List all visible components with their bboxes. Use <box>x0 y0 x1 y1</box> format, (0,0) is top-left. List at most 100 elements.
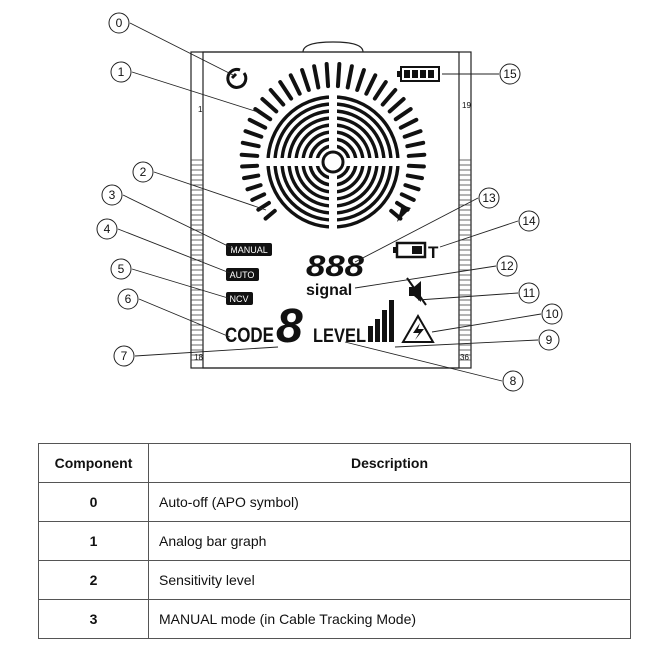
ncv-badge <box>226 292 253 305</box>
bar-graph-segment <box>278 80 294 101</box>
callout-number: 13 <box>482 191 496 205</box>
callout-leader-line <box>129 22 234 76</box>
ncv-label: NCV <box>229 294 248 304</box>
bar-graph-segment <box>253 107 273 122</box>
table-row: 0 Auto-off (APO symbol) <box>38 482 631 522</box>
bar-graph-segment <box>403 183 421 192</box>
bar-graph-arrow-icon <box>397 205 411 222</box>
auto-label: AUTO <box>230 270 255 280</box>
callout-circle <box>502 370 524 392</box>
callout-circle <box>518 210 540 232</box>
callout-number: 11 <box>523 286 536 300</box>
bar-graph-segment <box>380 87 398 107</box>
ruler-label-left-bottom: 18 <box>194 353 203 362</box>
t-label: T <box>428 243 439 262</box>
callout-circle <box>132 161 154 183</box>
bar-graph-segment <box>263 208 277 221</box>
callout-circle <box>541 303 563 325</box>
bar-graph-segment <box>239 152 260 158</box>
code-label: CODE <box>225 324 274 347</box>
callout-leader-line <box>138 298 231 338</box>
component-description: Analog bar graph <box>148 521 631 561</box>
callout-circle <box>496 255 518 277</box>
component-table: Component Description 0 Auto-off (APO sy… <box>38 443 631 639</box>
callout-number: 0 <box>116 16 123 30</box>
ruler-label-left-top: 1 <box>198 105 203 114</box>
transmitter-battery-icon <box>393 241 427 259</box>
callout-circle <box>538 329 560 351</box>
lcd-diagram: 1 19 18 36 MANUAL AUTO NCV 888 signal T … <box>96 12 563 392</box>
callout-number: 3 <box>109 188 116 202</box>
callout-number: 1 <box>118 65 125 79</box>
callout-leader-line <box>153 171 267 211</box>
ruler-label-right-bottom: 36 <box>460 353 469 362</box>
callout-circle <box>518 282 540 304</box>
callout-circle <box>117 288 139 310</box>
component-number: 0 <box>38 482 149 522</box>
level-bar <box>382 310 387 342</box>
signal-label: signal <box>306 282 352 299</box>
component-description: MANUAL mode (in Cable Tracking Mode) <box>148 599 631 639</box>
callout-leader-line <box>431 313 542 333</box>
manual-label: MANUAL <box>230 245 268 255</box>
callout-circle <box>113 345 135 367</box>
component-description: Sensitivity level <box>148 560 631 600</box>
callout-circle <box>110 258 132 280</box>
bar-graph-segment <box>372 80 388 101</box>
callout-circle <box>108 12 130 34</box>
callout-circle <box>101 184 123 206</box>
callout-number: 6 <box>125 292 132 306</box>
callout-circle <box>110 61 132 83</box>
bar-graph-segment <box>240 140 261 149</box>
table-row: 2 Sensitivity level <box>38 560 631 600</box>
component-number: 3 <box>38 599 149 639</box>
component-number: 1 <box>38 521 149 561</box>
ruler-label-right-top: 19 <box>462 101 471 110</box>
callout-circle <box>499 63 521 85</box>
table-row: 1 Analog bar graph <box>38 521 631 561</box>
callout-number: 8 <box>510 374 517 388</box>
callout-number: 14 <box>522 214 536 228</box>
bar-graph-segment <box>243 129 264 139</box>
bar-graph-segment <box>288 73 302 96</box>
callout-leader-line <box>417 292 519 301</box>
mute-speaker-icon <box>406 277 427 306</box>
level-bars <box>368 300 394 342</box>
bar-graph-segment <box>402 129 423 139</box>
callout-circle <box>96 218 118 240</box>
bar-graph-segment <box>399 192 416 202</box>
callout-circle <box>478 187 500 209</box>
callout-number: 10 <box>545 307 559 321</box>
component-number: 2 <box>38 560 149 600</box>
callout-number: 9 <box>546 333 553 347</box>
callout-leader-line <box>117 228 231 274</box>
bar-graph-segment <box>355 68 366 92</box>
header-component: Component <box>38 443 149 483</box>
bar-graph-segment <box>245 183 263 192</box>
callout-number: 15 <box>503 67 517 81</box>
level-label: LEVEL <box>313 326 366 347</box>
table-header-row: Component Description <box>38 443 631 483</box>
callout-leader-line <box>439 220 519 248</box>
callout-leaders <box>117 22 542 382</box>
digit-display: 888 <box>306 250 364 283</box>
callout-leader-line <box>344 341 503 382</box>
bar-graph-segment <box>405 173 424 181</box>
bar-graph-segment <box>393 107 413 122</box>
target-icon <box>263 92 403 232</box>
high-voltage-warning-icon <box>401 313 435 343</box>
auto-off-icon <box>226 67 248 89</box>
bar-graph-segment <box>387 97 406 114</box>
callout-leader-line <box>134 346 279 357</box>
level-bar <box>368 326 373 342</box>
level-bar <box>375 319 380 342</box>
callout-leader-line <box>394 339 539 348</box>
manual-badge <box>226 243 272 256</box>
bar-graph-segment <box>406 152 427 158</box>
bar-graph-segment <box>398 117 419 130</box>
bar-graph-segment <box>240 163 260 169</box>
table-row: 3 MANUAL mode (in Cable Tracking Mode) <box>38 599 631 639</box>
code-digit: 8 <box>276 300 303 353</box>
bar-graph-segment <box>256 200 271 212</box>
callout-number: 12 <box>500 259 514 273</box>
